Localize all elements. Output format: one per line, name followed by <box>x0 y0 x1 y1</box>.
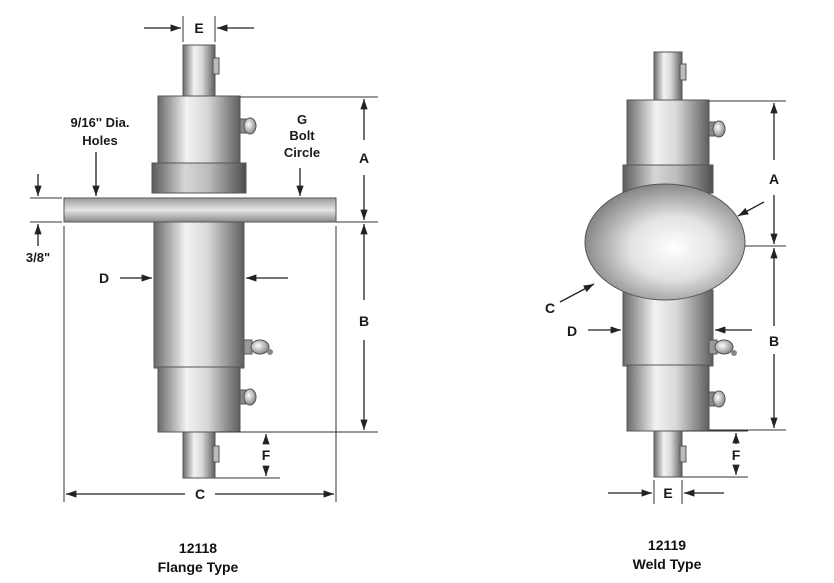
weld-bottom-shaft <box>653 430 683 478</box>
flange-upper-body <box>157 95 241 165</box>
weld-label-a: A <box>769 171 779 187</box>
flange-labels: E G Bolt Circle 9/16'' Dia. Holes A B C … <box>26 20 369 502</box>
weld-bottom-shaft-tab <box>679 445 687 463</box>
flange-label-a: A <box>359 150 369 166</box>
flange-label-c: C <box>195 486 205 502</box>
flange-lower-collar <box>157 366 241 433</box>
weld-caption-number: 12119 <box>648 537 686 553</box>
flange-dimensions <box>30 16 378 502</box>
weld-label-c: C <box>545 300 555 316</box>
flange-label-b: B <box>359 313 369 329</box>
flange-bottom-shaft <box>182 431 216 479</box>
set-screw-icon <box>708 120 726 138</box>
weld-type-assembly <box>584 51 746 478</box>
set-screw-icon <box>239 388 257 406</box>
flange-lower-body <box>153 221 245 369</box>
flange-label-g: G <box>297 112 307 127</box>
weld-label-b: B <box>769 333 779 349</box>
weld-labels: A B C D E F <box>545 171 779 501</box>
weld-ball <box>584 183 746 301</box>
flange-caption-name: Flange Type <box>158 559 239 575</box>
set-screw-icon <box>708 390 726 408</box>
flange-bottom-shaft-tab <box>212 445 220 463</box>
grease-fitting-icon <box>243 339 273 355</box>
flange-plate <box>63 197 337 223</box>
weld-label-f: F <box>732 447 741 463</box>
flange-top-shaft <box>182 44 216 98</box>
set-screw-icon <box>239 117 257 135</box>
weld-upper-body <box>626 99 710 167</box>
flange-upper-collar <box>151 162 247 194</box>
flange-label-circle: Circle <box>284 145 320 160</box>
flange-label-bolt: Bolt <box>289 128 315 143</box>
weld-top-shaft <box>653 51 683 101</box>
flange-top-shaft-tab <box>212 57 220 75</box>
flange-caption-number: 12118 <box>179 540 217 556</box>
flange-label-e: E <box>194 20 203 36</box>
flange-label-holes-dia: 9/16'' Dia. <box>71 115 130 130</box>
weld-lower-body <box>622 289 714 367</box>
flange-type-assembly <box>63 44 337 479</box>
weld-top-shaft-tab <box>679 63 687 81</box>
flange-label-d: D <box>99 270 109 286</box>
weld-label-e: E <box>663 485 672 501</box>
flange-label-f: F <box>262 447 271 463</box>
weld-dimensions <box>559 100 786 504</box>
weld-lower-collar <box>626 364 710 432</box>
flange-label-holes: Holes <box>82 133 117 148</box>
weld-caption-name: Weld Type <box>633 556 702 572</box>
grease-fitting-icon <box>708 339 737 356</box>
flange-label-thickness: 3/8" <box>26 250 50 265</box>
weld-label-d: D <box>567 323 577 339</box>
